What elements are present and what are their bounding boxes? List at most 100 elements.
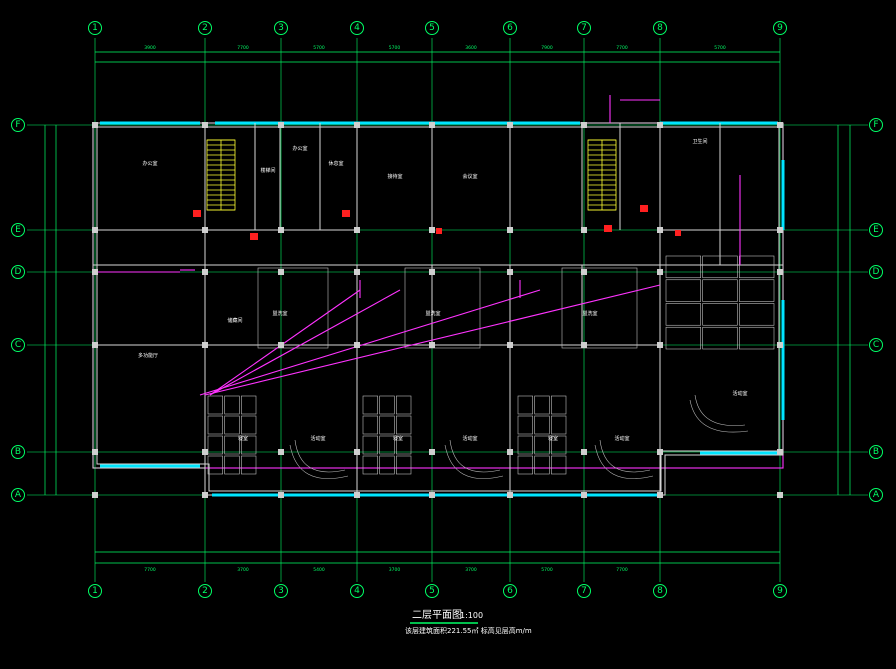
structural-column xyxy=(429,122,435,128)
room-label-office2: 办公室 xyxy=(292,145,307,152)
svg-text:F: F xyxy=(873,120,878,130)
axis-bubble-row-E-right: E xyxy=(869,223,883,237)
room-label-reception: 接待室 xyxy=(387,173,402,180)
axis-bubble-col-8-top: 8 xyxy=(653,21,667,35)
svg-text:F: F xyxy=(15,120,20,130)
room-label-bed1: 寝室 xyxy=(238,435,248,442)
svg-text:B: B xyxy=(873,447,879,457)
svg-text:7: 7 xyxy=(581,23,587,33)
room-label-storage: 储藏间 xyxy=(227,317,242,324)
svg-text:9: 9 xyxy=(777,23,783,33)
axis-bubble-col-9-bottom: 9 xyxy=(773,584,787,598)
svg-text:6: 6 xyxy=(507,23,513,33)
svg-text:B: B xyxy=(15,447,21,457)
structural-column xyxy=(657,122,663,128)
structural-column xyxy=(354,227,360,233)
structural-column xyxy=(278,227,284,233)
svg-text:9: 9 xyxy=(777,586,783,596)
room-label-class2: 活动室 xyxy=(462,435,477,442)
structural-column xyxy=(507,449,513,455)
svg-text:A: A xyxy=(873,490,880,500)
structural-column xyxy=(657,269,663,275)
room-label-bed2: 寝室 xyxy=(393,435,403,442)
structural-column xyxy=(581,227,587,233)
equipment-markers xyxy=(193,205,681,240)
axis-bubble-col-7-bottom: 7 xyxy=(577,584,591,598)
room-label-big: 多功能厅 xyxy=(138,352,158,359)
structural-column xyxy=(507,492,513,498)
top-dimension-value: 7700 xyxy=(616,45,628,51)
svg-text:1: 1 xyxy=(92,586,98,596)
structural-column xyxy=(777,449,783,455)
exterior-walls xyxy=(92,122,784,496)
room-label-bed3: 寝室 xyxy=(548,435,558,442)
axis-bubble-col-8-bottom: 8 xyxy=(653,584,667,598)
structural-column xyxy=(278,449,284,455)
structural-column xyxy=(92,227,98,233)
structural-column xyxy=(278,269,284,275)
axis-bubble-row-A-right: A xyxy=(869,488,883,502)
structural-column xyxy=(429,269,435,275)
structural-column xyxy=(92,342,98,348)
room-label-class3: 活动室 xyxy=(614,435,629,442)
bottom-dimension-value: 5400 xyxy=(313,567,325,573)
structural-column xyxy=(657,227,663,233)
bottom-dimension-value: 3700 xyxy=(237,567,249,573)
structural-column xyxy=(657,492,663,498)
structural-column xyxy=(581,449,587,455)
axis-bubble-col-3-top: 3 xyxy=(274,21,288,35)
structural-column xyxy=(202,227,208,233)
structural-column xyxy=(92,449,98,455)
structural-column xyxy=(202,492,208,498)
svg-text:1: 1 xyxy=(92,23,98,33)
top-dimension-value: 7700 xyxy=(237,45,249,51)
structural-column xyxy=(278,492,284,498)
structural-column xyxy=(429,227,435,233)
svg-text:6: 6 xyxy=(507,586,513,596)
structural-column xyxy=(777,492,783,498)
structural-column xyxy=(581,269,587,275)
structural-column xyxy=(429,492,435,498)
room-label-wash3: 盥洗室 xyxy=(582,310,597,317)
axis-bubble-row-F-left: F xyxy=(11,118,25,132)
top-dimension-value: 3900 xyxy=(144,45,156,51)
top-dimension-value: 5700 xyxy=(389,45,401,51)
room-label-activity-right: 活动室 xyxy=(732,390,747,397)
drawing-title: 二层平面图 xyxy=(412,609,462,621)
structural-column xyxy=(354,122,360,128)
svg-text:3: 3 xyxy=(278,23,284,33)
structural-column xyxy=(429,449,435,455)
axis-bubble-col-6-bottom: 6 xyxy=(503,584,517,598)
svg-text:8: 8 xyxy=(657,23,663,33)
structural-columns xyxy=(92,122,783,498)
structural-column xyxy=(507,227,513,233)
window-strips xyxy=(100,121,785,497)
svg-text:C: C xyxy=(873,340,879,350)
axis-bubble-row-B-right: B xyxy=(869,445,883,459)
room-label-meeting: 会议室 xyxy=(462,173,477,180)
structural-column xyxy=(202,342,208,348)
axis-bubble-row-E-left: E xyxy=(11,223,25,237)
structural-column xyxy=(278,122,284,128)
axis-bubble-row-F-right: F xyxy=(869,118,883,132)
room-label-class1: 活动室 xyxy=(310,435,325,442)
axis-grid-lines xyxy=(27,38,868,582)
structural-column xyxy=(777,122,783,128)
structural-column xyxy=(202,449,208,455)
axis-bubble-row-C-right: C xyxy=(869,338,883,352)
room-label-stair-hall: 楼梯间 xyxy=(260,167,275,174)
axis-bubble-row-B-left: B xyxy=(11,445,25,459)
svg-text:5: 5 xyxy=(429,586,435,596)
top-dimension-value: 7900 xyxy=(541,45,553,51)
svg-text:7: 7 xyxy=(581,586,587,596)
svg-text:2: 2 xyxy=(202,23,208,33)
axis-bubble-row-D-right: D xyxy=(869,265,883,279)
top-dimension-value: 5700 xyxy=(313,45,325,51)
drawing-title-block: 二层平面图 1:100 该层建筑面积221.55㎡ 标高见层高m/m xyxy=(405,609,532,635)
axis-bubble-col-5-top: 5 xyxy=(425,21,439,35)
axis-bubble-col-1-bottom: 1 xyxy=(88,584,102,598)
